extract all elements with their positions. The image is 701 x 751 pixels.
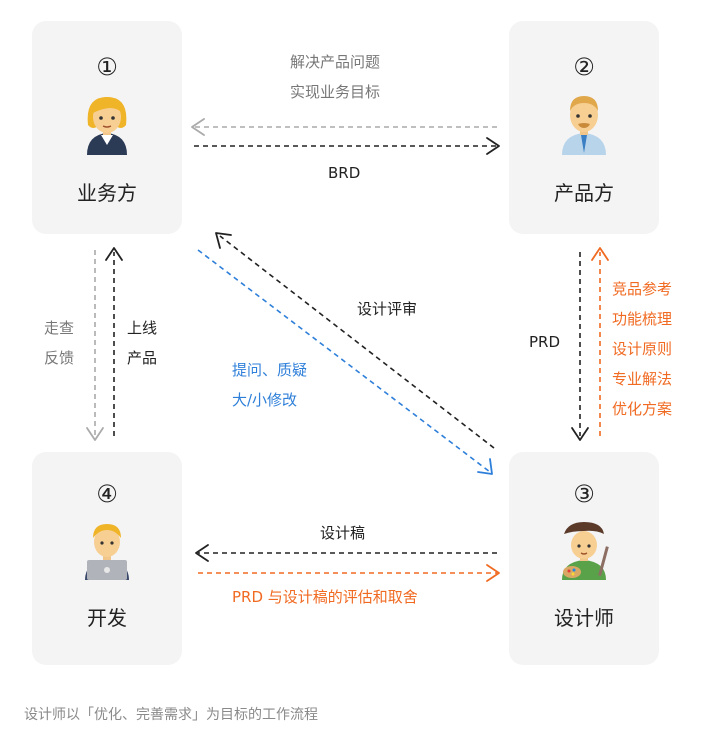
edge-label-dev-to-designer: PRD 与设计稿的评估和取舍 [232,588,418,606]
figure-caption: 设计师以「优化、完善需求」为目标的工作流程 [24,707,318,723]
edge-label-launch: 上线 产品 [127,313,157,373]
edge-label-line: 解决产品问题 [290,53,381,71]
node-label: 设计师 [554,606,614,630]
edge-label-dev-feedback: 走查 反馈 [44,313,74,373]
arrow-review [219,235,495,449]
arrowhead-up-left [215,232,232,249]
artist-icon [562,522,609,580]
edge-label-designer-to-product: 竞品参考 功能梳理 设计原则 专业解法 优化方案 [612,274,672,424]
node-label: 开发 [87,606,127,630]
edge-label-review: 设计评审 [357,300,418,318]
edge-label-line: 专业解法 [612,370,673,388]
node-number: ④ [96,480,118,508]
node-product: ② 产品方 [509,21,659,234]
arrowhead-down [86,427,104,441]
edge-label-business-to-designer: 提问、质疑 大/小修改 [232,355,307,415]
arrowhead-left [195,544,209,562]
node-designer: ③ 设计师 [509,452,659,665]
arrowhead-right [486,137,500,155]
edge-label-line: 竞品参考 [612,280,673,298]
edge-label-line: 上线 [127,319,158,337]
arrowhead-down-right [477,458,493,475]
edge-label-line: 走查 [44,319,75,337]
node-number: ③ [573,480,595,508]
edge-label-product-to-business: 解决产品问题 实现业务目标 [290,47,380,107]
technologist-icon [85,524,129,580]
edge-label-designer-to-dev: 设计稿 [320,524,366,542]
edge-label-line: 大/小修改 [232,391,298,409]
edge-label-line: 优化方案 [612,400,673,418]
businessman-icon [562,96,606,155]
edge-label-line: 功能梳理 [612,310,673,328]
edge-label-line: 设计原则 [612,340,673,358]
arrowhead-up [591,247,609,261]
edge-label-brd: BRD [328,164,361,182]
arrowhead-left [191,118,205,136]
edge-label-line: 产品 [127,349,158,367]
arrowhead-right [486,564,500,582]
edge-label-line: 反馈 [44,349,75,367]
node-number: ② [573,53,595,81]
arrowhead-down [571,427,589,441]
node-developer: ④ 开发 [32,452,182,665]
edge-label-line: 实现业务目标 [290,83,381,101]
businesswoman-icon [87,97,127,155]
node-label: 业务方 [77,181,137,205]
node-business: ① 业务方 [32,21,182,234]
edge-label-line: 提问、质疑 [232,361,308,379]
node-label: 产品方 [554,181,614,205]
node-number: ① [96,53,118,81]
arrowhead-up [105,247,123,261]
edge-label-prd: PRD [529,333,561,351]
arrow-business-to-designer [197,249,491,473]
